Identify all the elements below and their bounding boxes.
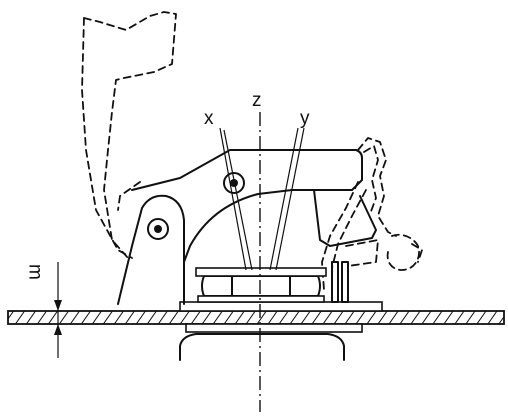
pivot-pin-left <box>147 218 169 240</box>
ghost-tip-right-2 <box>363 145 379 215</box>
ghost-handle-inner <box>81 17 133 259</box>
axis-y <box>275 127 305 271</box>
base-plate <box>7 310 505 325</box>
ghost-link <box>321 181 359 291</box>
ghost-roller <box>386 233 420 271</box>
lower-housing <box>179 333 345 361</box>
ghost-link-3 <box>345 239 379 267</box>
spacer-plate <box>179 301 383 312</box>
ghost-handle-open <box>83 11 177 259</box>
ghost-lever-rear <box>117 181 141 211</box>
washer-mid <box>197 295 325 303</box>
ghost-roller-tail <box>411 243 423 263</box>
stud-right <box>331 261 339 303</box>
dimension-arrow-top <box>54 300 62 311</box>
label-y: y <box>300 108 310 129</box>
axis-x <box>219 127 247 271</box>
washer-upper <box>195 267 327 277</box>
pivot-pin-upper <box>223 172 245 194</box>
label-z: z <box>252 90 262 111</box>
hex-nut <box>201 275 321 297</box>
label-x: x <box>204 108 214 129</box>
stud-right-2 <box>341 261 349 303</box>
clamp-arm <box>131 149 363 263</box>
axis-y-2 <box>269 127 299 271</box>
washer-lower <box>185 323 363 333</box>
support-bracket <box>117 194 185 305</box>
ghost-tip-right <box>357 137 397 237</box>
clamp-arm-lower-edge <box>313 189 377 247</box>
axis-x-2 <box>223 129 253 271</box>
dimension-arrow-bottom <box>54 324 62 335</box>
label-dimension: ɯ <box>24 264 45 280</box>
pivot-pin-left-core <box>154 225 162 233</box>
